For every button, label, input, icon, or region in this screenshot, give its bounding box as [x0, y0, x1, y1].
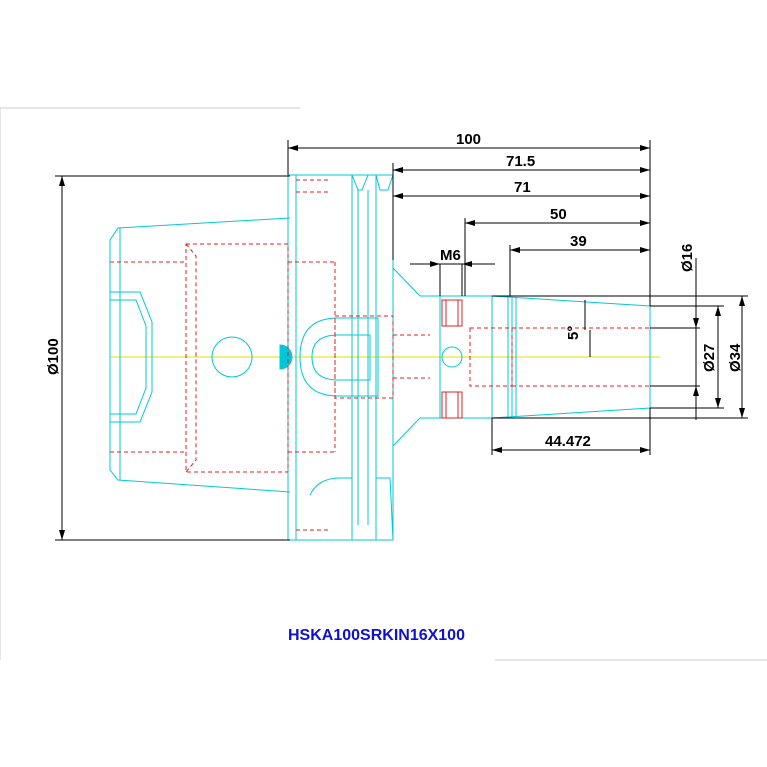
part-number-label: HSKA100SRKIN16X100 — [288, 627, 465, 644]
dim-length-39: 39 — [570, 233, 587, 250]
part-outline — [109, 174, 651, 541]
dim-overall-length: 100 — [456, 131, 481, 148]
dimension-lines — [55, 140, 748, 541]
dim-length-50: 50 — [550, 206, 567, 223]
drawing-frame — [0, 107, 767, 661]
dim-nose-length: 44.472 — [545, 433, 591, 450]
dim-taper-angle: 5° — [565, 326, 582, 340]
dim-flange-diameter: Ø100 — [45, 338, 62, 375]
dim-bore-diameter: Ø16 — [679, 244, 696, 272]
dim-thread-m6: M6 — [440, 247, 461, 264]
set-screws — [441, 299, 463, 419]
arrowheads — [59, 145, 745, 540]
dim-length-71: 71 — [514, 179, 531, 196]
dim-length-71-5: 71.5 — [506, 153, 535, 170]
hidden-lines — [110, 179, 650, 531]
dim-nose-diameter-large: Ø34 — [727, 343, 744, 372]
dim-nose-diameter-small: Ø27 — [701, 344, 718, 372]
